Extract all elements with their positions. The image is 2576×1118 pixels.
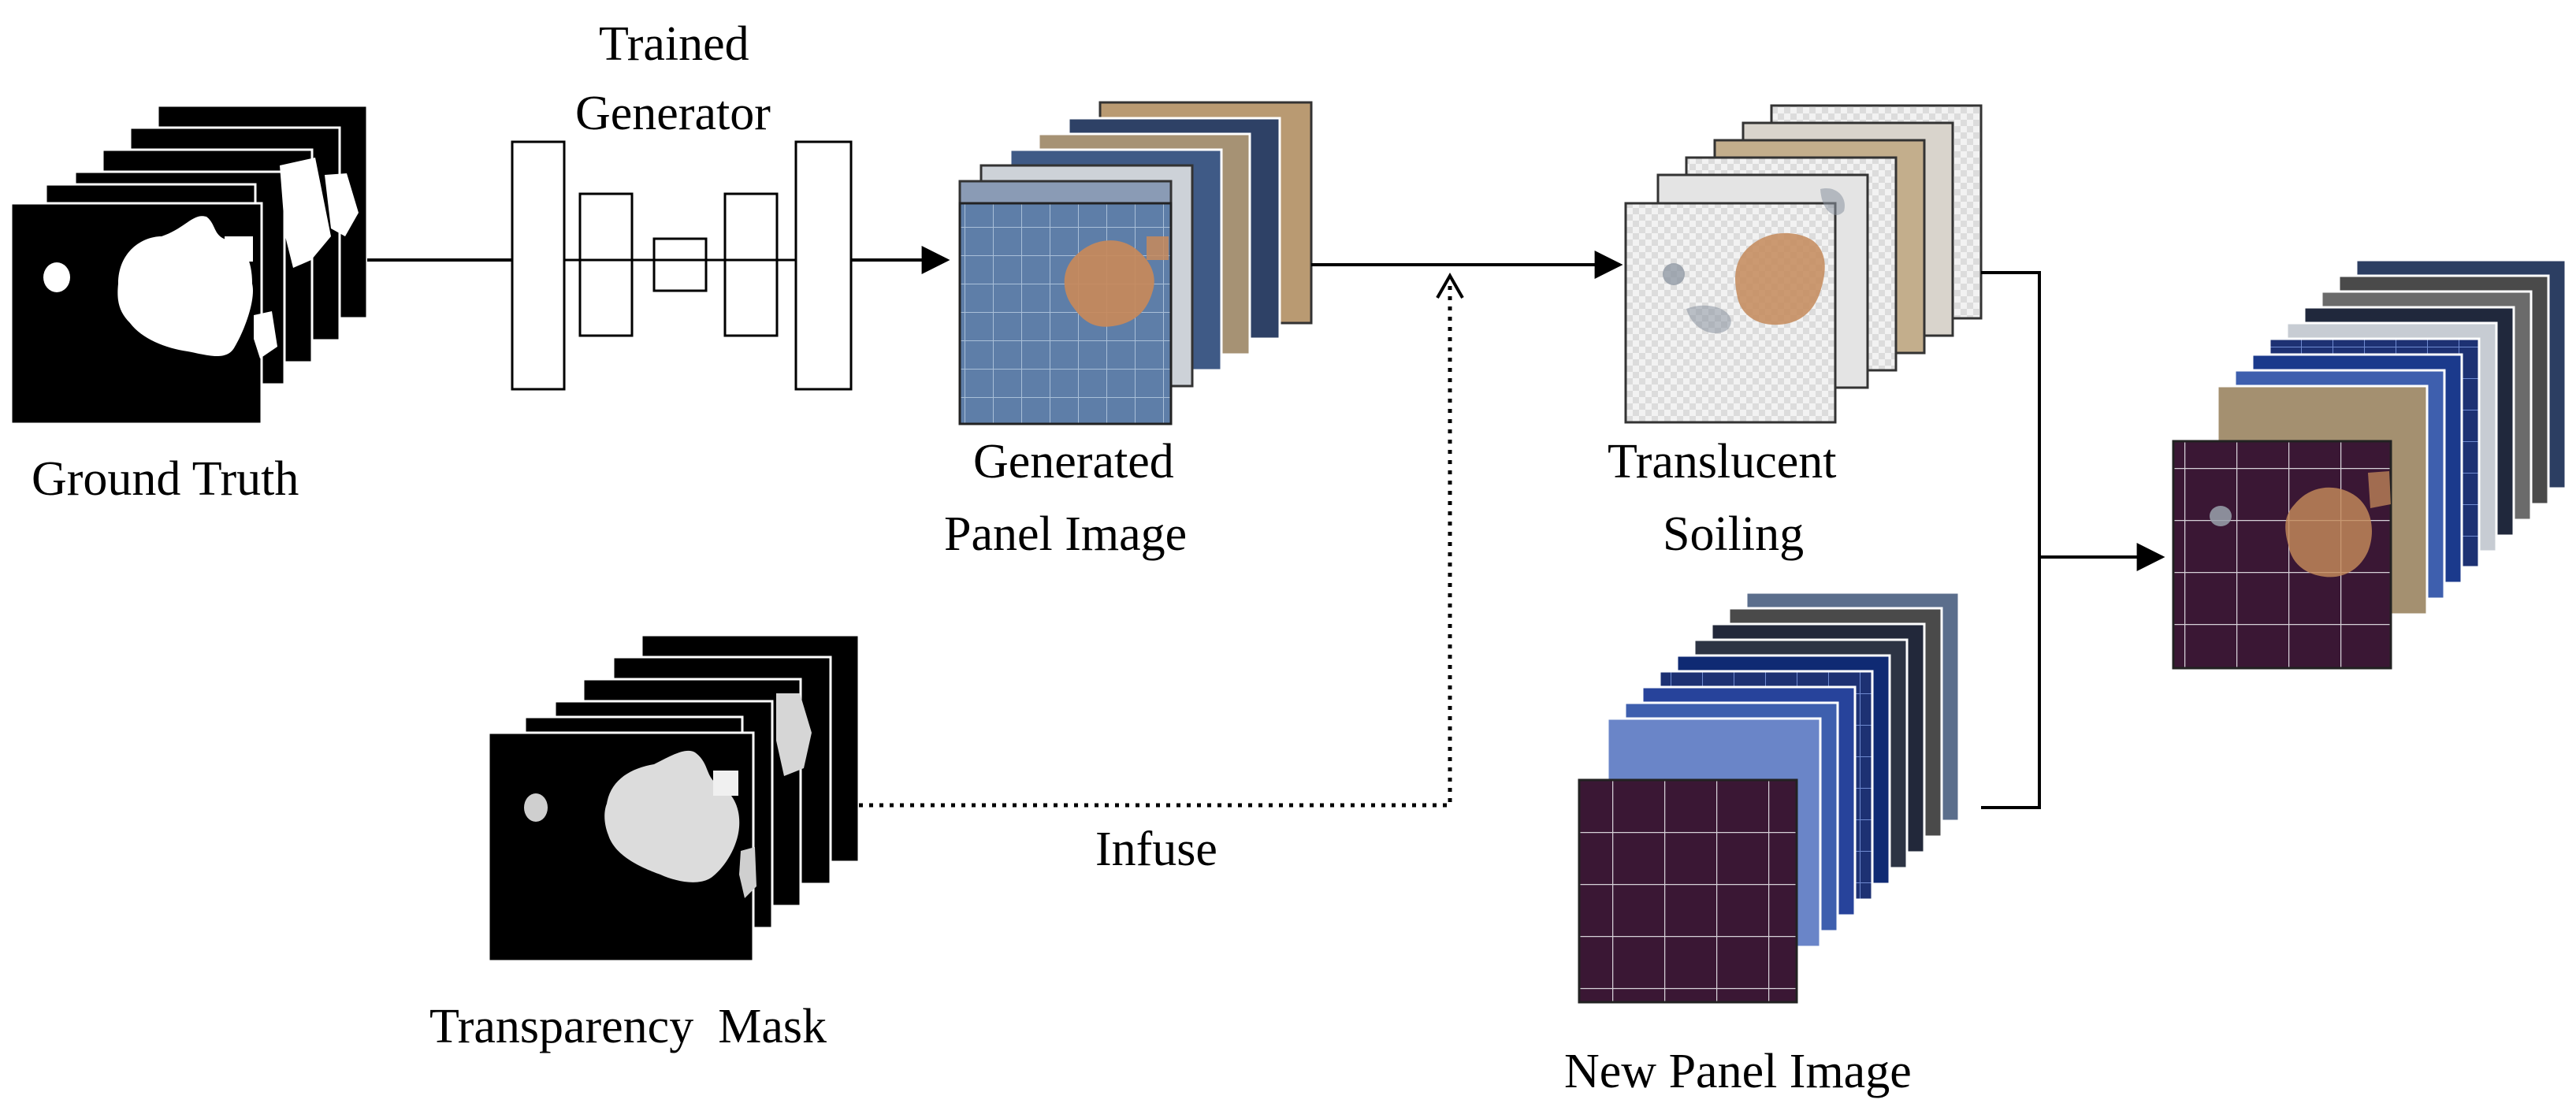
soil-blob [2368,471,2391,508]
label-translucent-line1: Translucent [1608,435,1837,488]
mask-blob [604,750,740,882]
label-transparency-mask: Transparency Mask [429,1000,827,1053]
label-ground-truth: Ground Truth [32,452,299,506]
soil-spot [2210,506,2232,526]
generator-bottleneck [652,237,708,292]
translucent-soiling-stack [1624,104,1983,424]
soiling-output-line [1981,271,2041,809]
mask-blob [43,262,70,292]
encoder-decoder-network-icon [511,140,853,391]
generator-layer [723,192,779,337]
label-generated-panel-line2: Panel Image [944,507,1188,561]
mask-blob [117,216,253,357]
mask-blob [739,847,756,898]
label-translucent-line2: Soiling [1663,507,1805,561]
soil-blob [1820,188,1845,215]
mask-blob [776,693,812,776]
ground-truth-stack [9,104,369,425]
mask-blob [325,173,359,236]
soil-blob [1686,305,1731,334]
mask-blob [524,793,548,822]
label-generated-panel-line1: Generated [973,435,1174,488]
new-panel-stack [1578,591,1961,1004]
output-panel-stack [2172,258,2567,670]
infuse-junction-arrow [1436,272,1464,299]
soil-blob [2285,487,2372,578]
label-infuse: Infuse [1095,823,1217,876]
mask-blob [254,311,277,358]
label-trained-generator-line2: Generator [575,87,771,140]
soil-blob [1064,240,1154,327]
label-new-panel-image: New Panel Image [1564,1045,1912,1098]
soil-spot [1663,263,1685,285]
panel-front [1578,778,1798,1004]
soil-blob [1735,232,1825,325]
mask-blob [280,158,331,268]
soil-patch [1147,236,1169,260]
generator-layer [578,192,634,337]
mask-blob [225,236,253,262]
generator-layer [511,140,566,391]
generated-panel-stack [958,101,1313,425]
mask-blob [713,771,738,796]
label-trained-generator-line1: Trained [599,17,749,71]
generator-layer [794,140,853,391]
infuse-dotted-line [859,285,1452,808]
transparency-mask-stack [487,633,861,963]
